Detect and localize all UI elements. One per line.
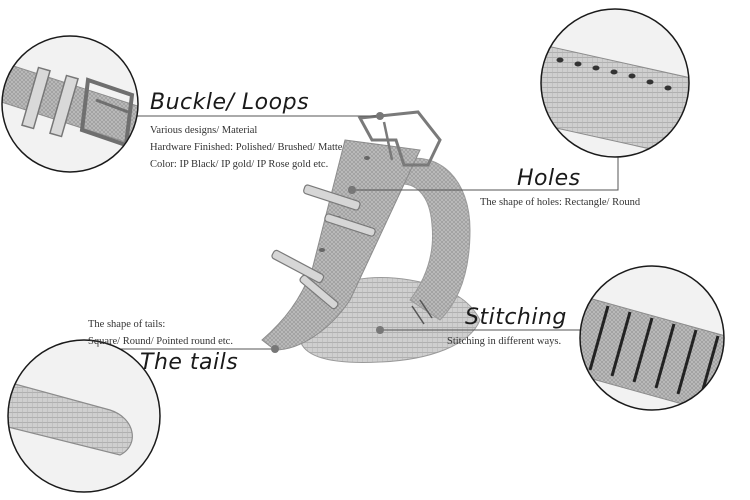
buckle-description: Various designs/ Material Hardware Finis… — [150, 122, 342, 173]
detail-circle-buckle — [1, 35, 139, 173]
keeper-loop — [303, 184, 361, 211]
tails-description: The shape of tails: Square/ Round/ Point… — [88, 316, 233, 350]
hole-row — [556, 57, 672, 91]
keeper-loop — [324, 213, 376, 237]
buckle-desc-line: Color: IP Black/ IP gold/ IP Rose gold e… — [150, 159, 329, 170]
buckle-title: Buckle/ Loops — [150, 90, 310, 115]
stitching-description: Stitching in different ways. — [447, 336, 562, 347]
stitching-title: Stitching — [465, 305, 567, 330]
keeper-loop — [299, 274, 339, 310]
strap-illustration — [261, 110, 481, 363]
strap-hole — [319, 248, 325, 252]
stitching-dot — [376, 326, 384, 334]
pointer-dots — [271, 112, 384, 353]
detail-circle-stitching — [579, 265, 725, 411]
detail-circle-tails — [7, 339, 161, 493]
buckle-dot — [376, 112, 384, 120]
buckle-desc-line: Various designs/ Material — [150, 125, 258, 136]
buckle-desc-line: Hardware Finished: Polished/ Brushed/ Ma… — [150, 142, 343, 153]
holes-description: The shape of holes: Rectangle/ Round — [480, 197, 641, 208]
tails-title: The tails — [140, 350, 239, 375]
holes-dot — [348, 186, 356, 194]
holes-title: Holes — [517, 166, 581, 191]
detail-circle-holes — [540, 8, 690, 158]
strap-right-band — [394, 157, 471, 321]
tails-desc-line: Square/ Round/ Pointed round etc. — [88, 336, 233, 347]
keeper-loop — [271, 249, 325, 284]
buckle — [357, 110, 442, 167]
strap-hole — [364, 156, 370, 160]
tails-dot — [271, 345, 279, 353]
tails-desc-line: The shape of tails: — [88, 319, 166, 330]
